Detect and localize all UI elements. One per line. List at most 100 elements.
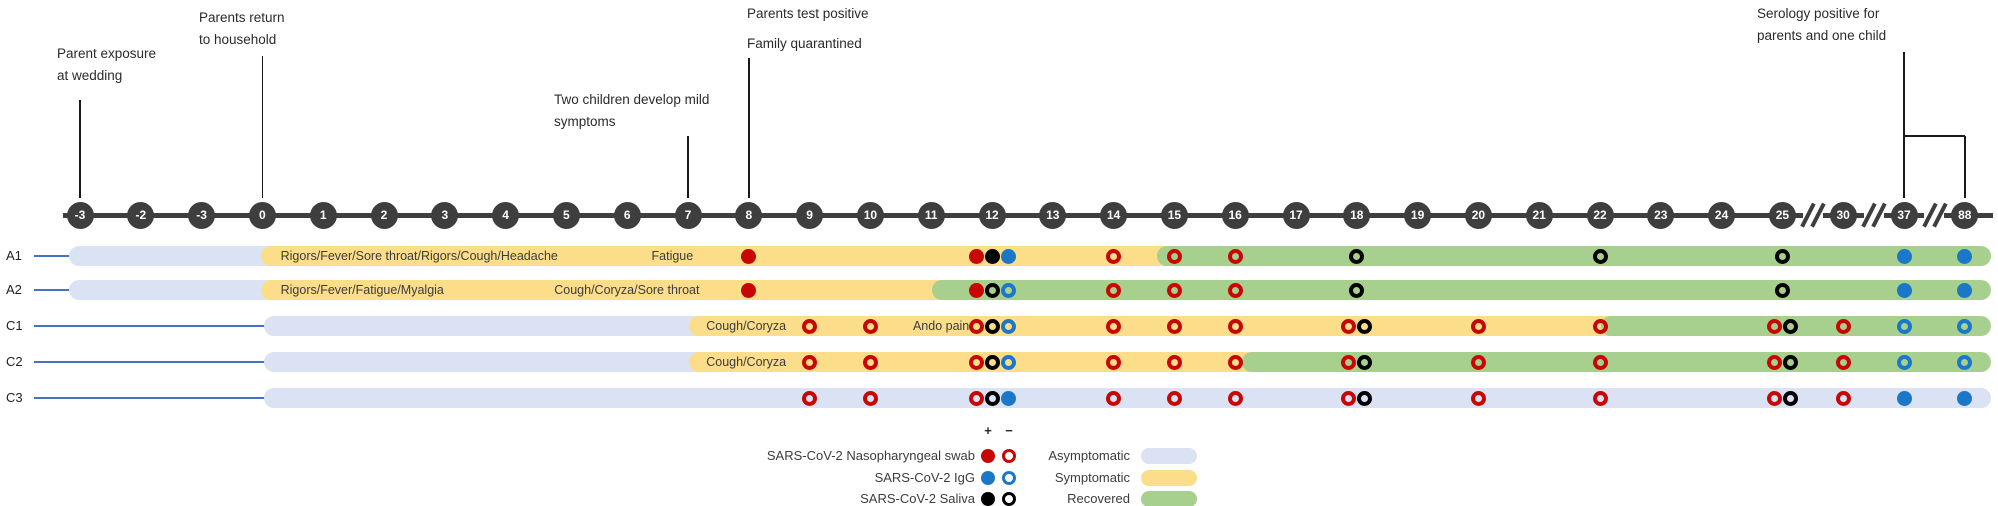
timeline-day-circle: 17 xyxy=(1282,201,1310,229)
marker-swab-neg xyxy=(862,354,878,370)
marker-swab-neg xyxy=(1470,354,1486,370)
annotation-text: parents and one child xyxy=(1757,28,1887,43)
marker-swab-neg xyxy=(1766,354,1782,370)
annotation-text: Parents test positive xyxy=(747,6,869,21)
marker-saliva-neg xyxy=(1349,282,1365,298)
legend-marker-negative xyxy=(1002,449,1016,463)
legend-test-label: SARS-CoV-2 IgG xyxy=(874,470,975,485)
marker-swab-pos xyxy=(968,248,984,264)
marker-saliva-neg xyxy=(1782,354,1798,370)
axis-break-gap xyxy=(1924,210,1945,220)
bar-segment-asymptomatic xyxy=(263,388,1991,408)
marker-igg-neg xyxy=(1896,318,1912,334)
timeline-day-circle: 1 xyxy=(309,201,337,229)
axis-break-gap xyxy=(1863,210,1884,220)
marker-swab-neg xyxy=(1166,318,1182,334)
annotation-bracket-right-leg xyxy=(1964,136,1966,198)
annotation-pointer-line xyxy=(748,58,750,198)
timeline-axis-line xyxy=(63,212,1993,218)
marker-swab-neg xyxy=(1341,390,1357,406)
bar-segment-asymptomatic xyxy=(263,352,712,372)
marker-swab-neg xyxy=(1835,354,1851,370)
bar-symptom-text: Fatigue xyxy=(651,249,694,263)
marker-saliva-neg xyxy=(1357,354,1373,370)
marker-swab-neg xyxy=(968,354,984,370)
marker-swab-neg xyxy=(1835,318,1851,334)
timeline-day-circle: 37 xyxy=(1890,201,1918,229)
annotation-bracket-left-leg xyxy=(1903,52,1905,198)
bar-symptom-text: Cough/Coryza xyxy=(706,355,787,369)
annotation-text: to household xyxy=(199,32,277,47)
marker-swab-neg xyxy=(1766,318,1782,334)
legend-status-pill xyxy=(1141,491,1197,506)
row-label: C3 xyxy=(6,390,23,405)
marker-saliva-neg xyxy=(984,354,1000,370)
marker-swab-neg xyxy=(968,390,984,406)
bar-segment-asymptomatic xyxy=(69,246,283,266)
timeline-day-circle: 5 xyxy=(552,201,580,229)
marker-igg-neg xyxy=(1000,282,1016,298)
timeline-day-circle: 14 xyxy=(1100,201,1128,229)
bar-segment-recovered xyxy=(1242,352,1991,372)
marker-saliva-neg xyxy=(984,390,1000,406)
marker-igg-pos xyxy=(1896,282,1912,298)
marker-saliva-pos xyxy=(984,248,1000,264)
marker-saliva-neg xyxy=(1592,248,1608,264)
annotation-text: symptoms xyxy=(554,114,616,129)
legend-marker-positive xyxy=(981,492,995,506)
marker-swab-neg xyxy=(1835,390,1851,406)
bar-symptom-text: Cough/Coryza xyxy=(706,319,787,333)
annotation-text: Two children develop mild xyxy=(554,92,710,107)
marker-saliva-neg xyxy=(1357,390,1373,406)
marker-swab-neg xyxy=(802,390,818,406)
marker-igg-pos xyxy=(1000,248,1016,264)
annotation-text: at wedding xyxy=(57,68,123,83)
marker-saliva-neg xyxy=(984,282,1000,298)
row-connector-line xyxy=(34,289,75,291)
legend-status-label: Symptomatic xyxy=(1054,470,1130,485)
marker-swab-neg xyxy=(1470,318,1486,334)
timeline-day-circle: 6 xyxy=(613,201,641,229)
annotation-text: Parents return xyxy=(199,10,285,25)
timeline-day-circle: 20 xyxy=(1464,201,1492,229)
legend-marker-positive xyxy=(981,471,995,485)
marker-swab-pos xyxy=(968,282,984,298)
timeline-day-circle: 88 xyxy=(1951,201,1979,229)
marker-saliva-neg xyxy=(1774,248,1790,264)
legend-status-pill xyxy=(1141,470,1197,486)
marker-swab-neg xyxy=(1166,248,1182,264)
marker-igg-pos xyxy=(1896,248,1912,264)
marker-swab-neg xyxy=(1592,390,1608,406)
marker-swab-neg xyxy=(968,318,984,334)
timeline-day-circle: 0 xyxy=(248,201,276,229)
marker-swab-neg xyxy=(1227,318,1243,334)
timeline-day-circle: 4 xyxy=(492,201,520,229)
marker-igg-pos xyxy=(1896,390,1912,406)
marker-saliva-neg xyxy=(1782,318,1798,334)
legend-status-label: Recovered xyxy=(1067,491,1130,506)
marker-igg-neg xyxy=(1896,354,1912,370)
legend-minus-header: − xyxy=(1005,423,1013,438)
timeline-day-circle: -3 xyxy=(66,201,94,229)
row-label: C2 xyxy=(6,354,23,369)
timeline-day-circle: 8 xyxy=(735,201,763,229)
marker-swab-neg xyxy=(1106,318,1122,334)
bar-symptom-text: Rigors/Fever/Sore throat/Rigors/Cough/He… xyxy=(280,249,558,263)
timeline-day-circle: 9 xyxy=(796,201,824,229)
timeline-day-circle: 12 xyxy=(978,201,1006,229)
timeline-day-circle: 3 xyxy=(431,201,459,229)
annotation-pointer-line xyxy=(261,56,264,198)
row-label: C1 xyxy=(6,318,23,333)
marker-swab-neg xyxy=(802,318,818,334)
timeline-day-circle: 10 xyxy=(856,201,884,229)
marker-swab-neg xyxy=(1470,390,1486,406)
timeline-day-circle: 16 xyxy=(1221,201,1249,229)
marker-saliva-neg xyxy=(984,318,1000,334)
marker-saliva-neg xyxy=(1357,318,1373,334)
timeline-day-circle: -2 xyxy=(127,201,155,229)
marker-swab-neg xyxy=(1227,354,1243,370)
marker-swab-neg xyxy=(1106,248,1122,264)
marker-swab-neg xyxy=(862,318,878,334)
timeline-day-circle: 25 xyxy=(1768,201,1796,229)
